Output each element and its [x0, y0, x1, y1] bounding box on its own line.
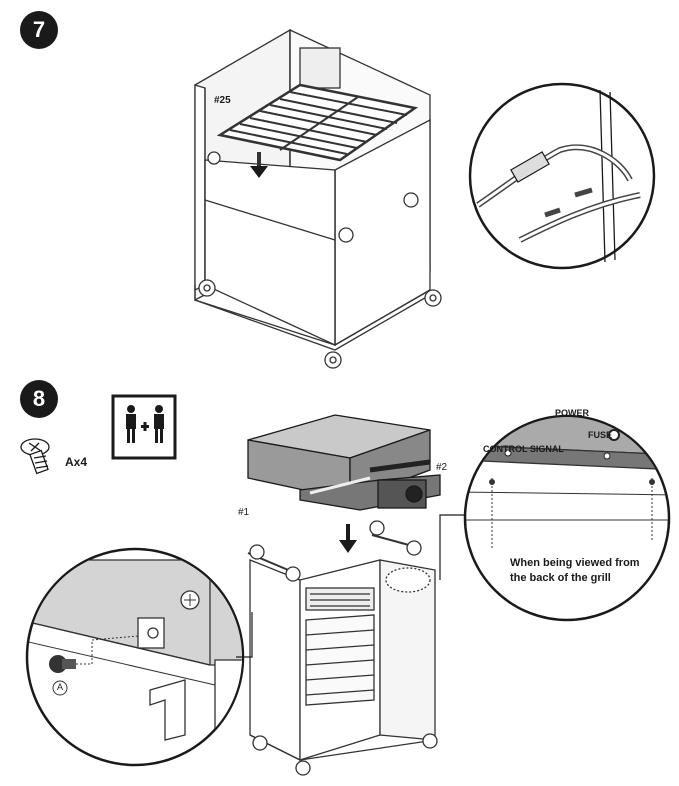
screw-icon	[20, 438, 50, 475]
note-line-1: When being viewed from	[510, 557, 640, 569]
step-8-number: 8	[32, 386, 46, 411]
note-line-2: the back of the grill	[510, 572, 611, 584]
step-7-badge: 7	[20, 11, 58, 49]
part-25-label: #25	[214, 95, 231, 106]
step-8-badge: 8	[20, 380, 58, 418]
part-1-label: #1	[238, 507, 250, 518]
fuse-text: FUSE	[588, 430, 613, 440]
two-person-icon	[111, 394, 177, 460]
screw-quantity-label: Ax4	[65, 455, 88, 469]
callout-a-label: A	[57, 682, 64, 692]
back-view-note: When being viewed from the back of the g…	[510, 556, 640, 586]
part-2-label: #2	[436, 462, 448, 473]
step-7-number: 7	[32, 17, 46, 42]
control-signal-text: CONTROL SIGNAL	[483, 444, 564, 454]
power-text: POWER	[555, 408, 590, 418]
